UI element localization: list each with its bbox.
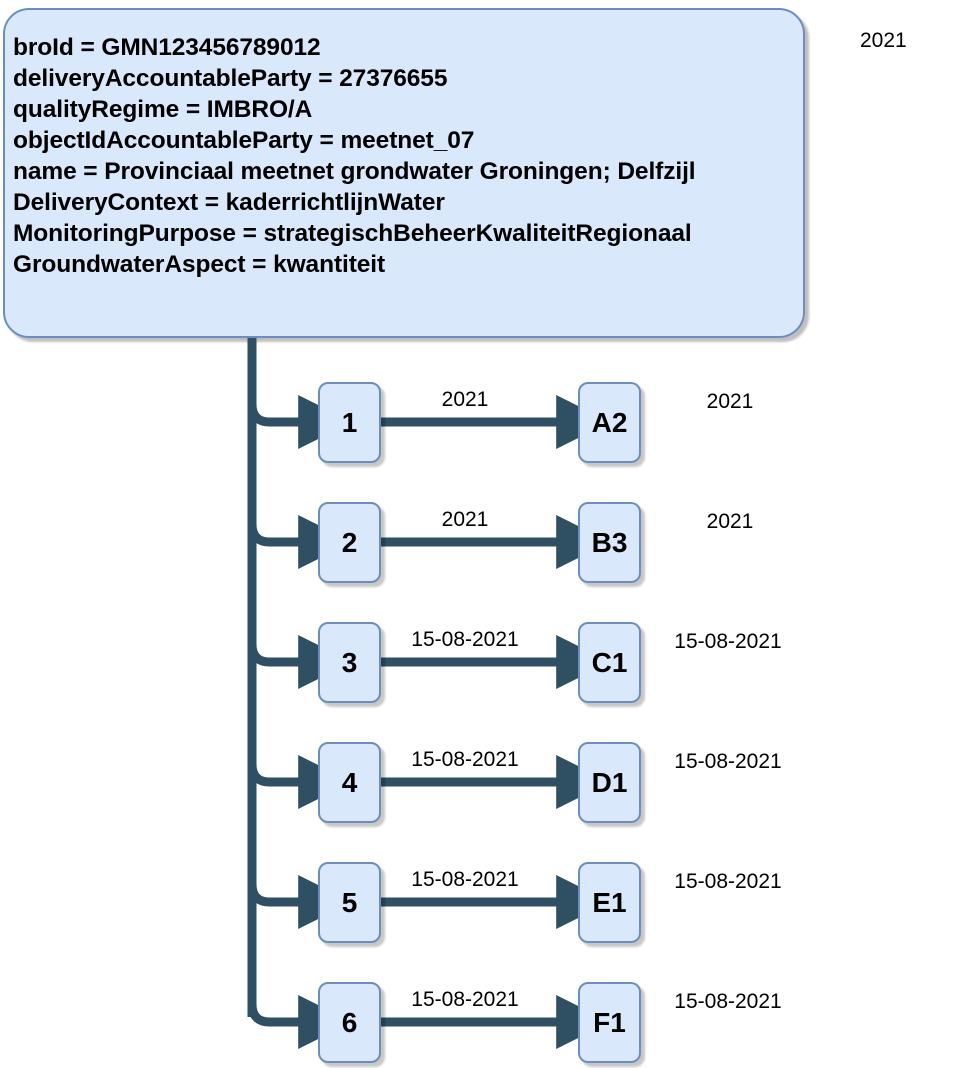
- side-label-row-5: 15-08-2021: [674, 870, 782, 893]
- branch-row-1: [247, 395, 353, 449]
- attribute-line-broid: broId = GMN123456789012: [13, 34, 321, 61]
- side-label-row-1: 2021: [706, 390, 754, 413]
- edge-label-row-3: 15-08-2021: [411, 628, 519, 651]
- edge-label-row-6: 15-08-2021: [411, 988, 519, 1011]
- side-label-row-3: 15-08-2021: [674, 630, 782, 653]
- edge-label-row-1: 2021: [441, 388, 489, 411]
- node-right-d1[interactable]: D1: [578, 742, 641, 823]
- node-left-3[interactable]: 3: [318, 622, 381, 703]
- node-right-f1[interactable]: F1: [578, 982, 641, 1063]
- gmn-attribute-list: broId = GMN123456789012 deliveryAccounta…: [13, 32, 797, 280]
- attribute-line-monitoringpurpose: MonitoringPurpose = strategischBeheerKwa…: [13, 220, 692, 247]
- corner-date-label: 2021: [860, 29, 907, 52]
- attribute-line-groundwateraspect: GroundwaterAspect = kwantiteit: [13, 251, 386, 278]
- gmn-attribute-box[interactable]: broId = GMN123456789012 deliveryAccounta…: [3, 8, 805, 338]
- attribute-line-deliveryparty: deliveryAccountableParty = 27376655: [13, 65, 448, 92]
- branch-row-2: [247, 515, 353, 569]
- node-left-5[interactable]: 5: [318, 862, 381, 943]
- attribute-line-deliverycontext: DeliveryContext = kaderrichtlijnWater: [13, 189, 445, 216]
- branch-row-5: [247, 875, 353, 929]
- node-left-6[interactable]: 6: [318, 982, 381, 1063]
- branch-row-3: [247, 635, 353, 689]
- node-left-4[interactable]: 4: [318, 742, 381, 823]
- edge-label-row-5: 15-08-2021: [411, 868, 519, 891]
- node-left-1[interactable]: 1: [318, 382, 381, 463]
- node-right-b3[interactable]: B3: [578, 502, 641, 583]
- node-right-a2[interactable]: A2: [578, 382, 641, 463]
- node-left-2[interactable]: 2: [318, 502, 381, 583]
- edge-label-row-2: 2021: [441, 508, 489, 531]
- branch-row-6: [247, 995, 353, 1049]
- branch-row-4: [247, 755, 353, 809]
- attribute-line-qualityregime: qualityRegime = IMBRO/A: [13, 96, 313, 123]
- side-label-row-4: 15-08-2021: [674, 750, 782, 773]
- edge-label-row-4: 15-08-2021: [411, 748, 519, 771]
- side-label-row-2: 2021: [706, 510, 754, 533]
- side-label-row-6: 15-08-2021: [674, 990, 782, 1013]
- node-right-c1[interactable]: C1: [578, 622, 641, 703]
- node-right-e1[interactable]: E1: [578, 862, 641, 943]
- attribute-line-objectid: objectIdAccountableParty = meetnet_07: [13, 127, 475, 154]
- attribute-line-name: name = Provinciaal meetnet grondwater Gr…: [13, 158, 696, 185]
